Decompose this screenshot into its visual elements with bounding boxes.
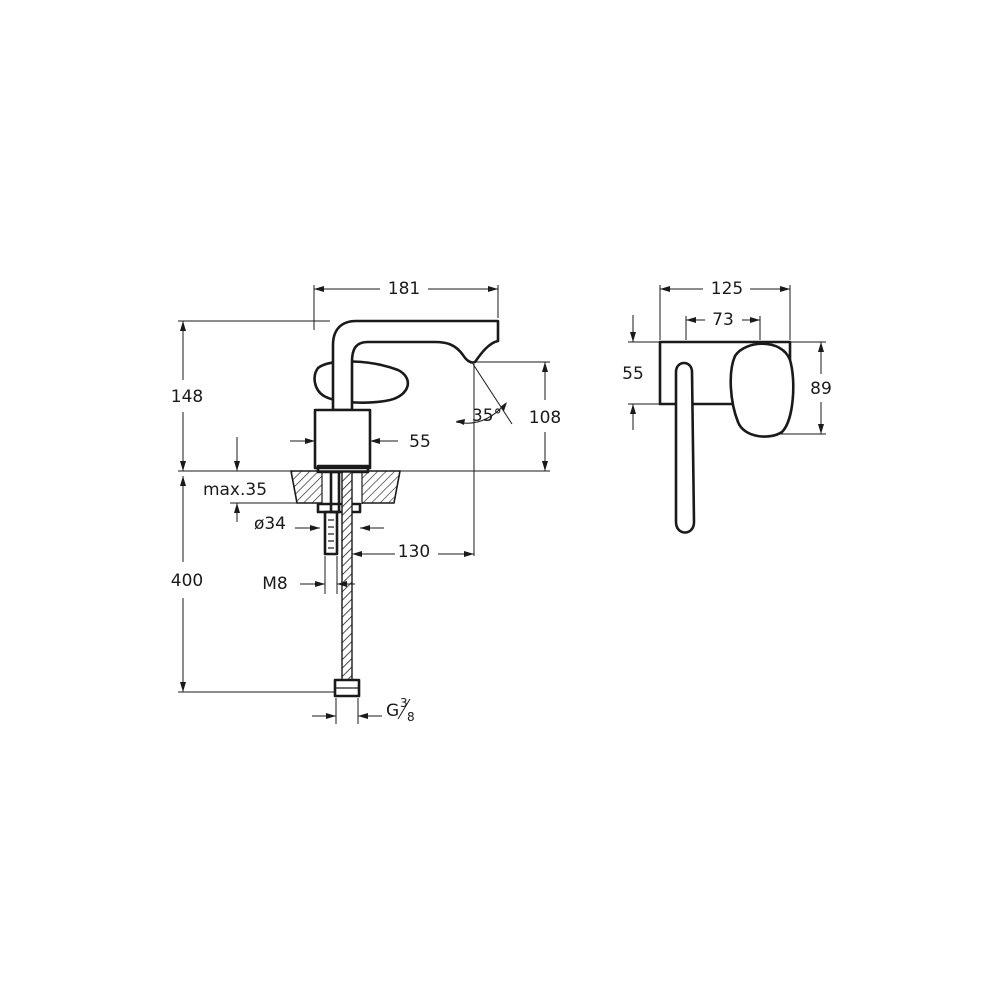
dim-181: 181 [388, 279, 420, 299]
dim-max-35: max.35 [203, 480, 267, 500]
dim-side-73: 73 [712, 310, 734, 330]
dim-400: 400 [171, 571, 203, 591]
side-handle [729, 342, 795, 438]
dim-g-numerator: 3 [400, 696, 408, 710]
side-view [658, 340, 795, 534]
dim-m8: M8 [262, 574, 287, 594]
lever-handle [313, 360, 410, 404]
dim-dia-34: ø34 [254, 514, 286, 534]
braided-hose [341, 471, 353, 681]
dim-55: 55 [409, 432, 431, 452]
dim-angle-35: 35° [472, 406, 502, 426]
dim-148: 148 [171, 387, 203, 407]
side-dimensions: 125 73 55 89 [622, 279, 832, 435]
dim-g-label: G [386, 701, 399, 721]
front-dimensions: 181 148 108 35° 55 [171, 279, 561, 724]
dim-108: 108 [529, 408, 561, 428]
fixing-assembly [316, 470, 362, 556]
dim-side-55: 55 [622, 364, 644, 384]
body-cylinder [313, 408, 372, 470]
spout [331, 319, 500, 412]
dim-130: 130 [398, 542, 430, 562]
front-view [290, 319, 500, 698]
dim-g-denominator: 8 [407, 710, 415, 724]
side-lever [674, 361, 696, 534]
dim-side-89: 89 [810, 379, 832, 399]
dim-side-125: 125 [711, 279, 743, 299]
